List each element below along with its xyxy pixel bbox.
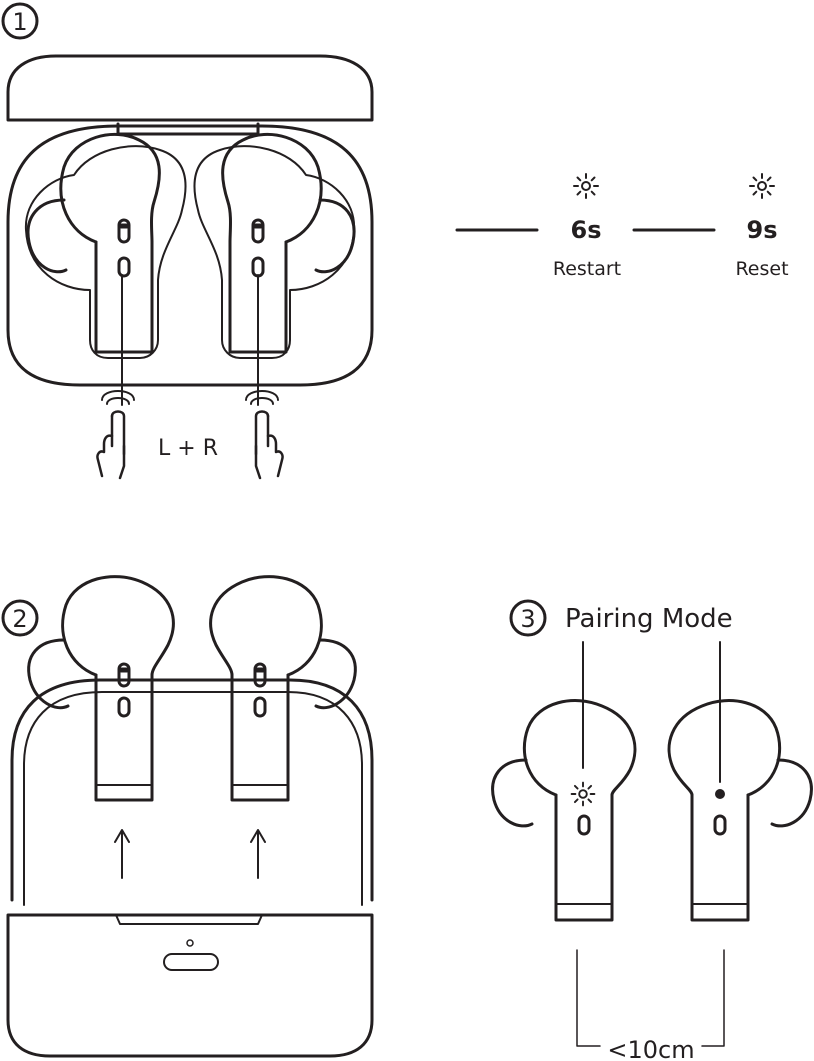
reset-label: Reset — [735, 258, 788, 280]
case-earbud-right — [223, 134, 354, 352]
arrow-up-icon — [251, 830, 265, 878]
led-dot-icon — [715, 789, 725, 799]
pairing-mode-title: Pairing Mode — [565, 604, 733, 634]
case-lid — [8, 56, 372, 120]
reset-time: 9s — [747, 216, 778, 244]
open-case-back-inner — [24, 692, 362, 905]
light-icon — [750, 174, 774, 198]
step-3-number: 3 — [520, 605, 535, 633]
touch-label: L + R — [158, 436, 218, 461]
step-2-number: 2 — [12, 605, 27, 633]
restart-time: 6s — [571, 216, 602, 244]
case-lower-body — [8, 915, 372, 1056]
left-cradle — [26, 146, 186, 358]
pairing-earbud-right — [669, 701, 811, 920]
restart-label: Restart — [553, 258, 621, 280]
pairing-earbud-left — [493, 701, 635, 920]
light-icon — [572, 783, 595, 806]
case-led — [187, 940, 193, 946]
case-earbud-left — [28, 134, 159, 352]
arrow-up-icon — [115, 830, 129, 878]
distance-label: <10cm — [607, 1036, 694, 1061]
step-1-number: 1 — [12, 8, 27, 36]
usb-c-port-icon — [164, 954, 218, 970]
finger-touch-icon — [246, 391, 283, 478]
finger-touch-icon — [97, 391, 134, 478]
distance-bracket-left — [577, 950, 600, 1046]
open-case-back — [12, 680, 372, 900]
right-cradle — [194, 146, 354, 358]
light-icon — [574, 174, 598, 198]
distance-bracket-right — [702, 950, 724, 1046]
